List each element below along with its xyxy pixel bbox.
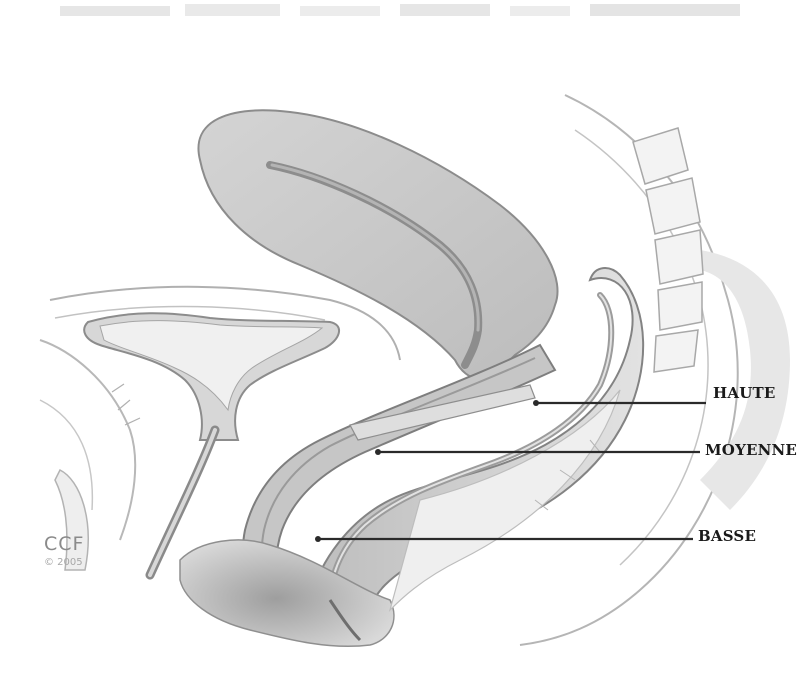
leader-dot-haute <box>533 400 539 406</box>
leader-dot-moyenne <box>375 449 381 455</box>
vertebra <box>658 282 702 330</box>
vertebra <box>655 230 703 284</box>
ccf-watermark-year: © 2005 <box>44 557 83 568</box>
pubic-region <box>40 340 135 540</box>
label-moyenne: MOYENNE <box>705 441 797 459</box>
label-haute: HAUTE <box>713 384 776 402</box>
symphysis <box>55 470 88 570</box>
vertebra <box>633 128 688 184</box>
vertebra <box>654 330 698 372</box>
vertebra <box>646 178 700 234</box>
leader-dot-basse <box>315 536 321 542</box>
spine-shadow <box>700 250 790 510</box>
ccf-watermark-logo: CCF <box>44 533 84 555</box>
label-basse: BASSE <box>698 527 756 545</box>
